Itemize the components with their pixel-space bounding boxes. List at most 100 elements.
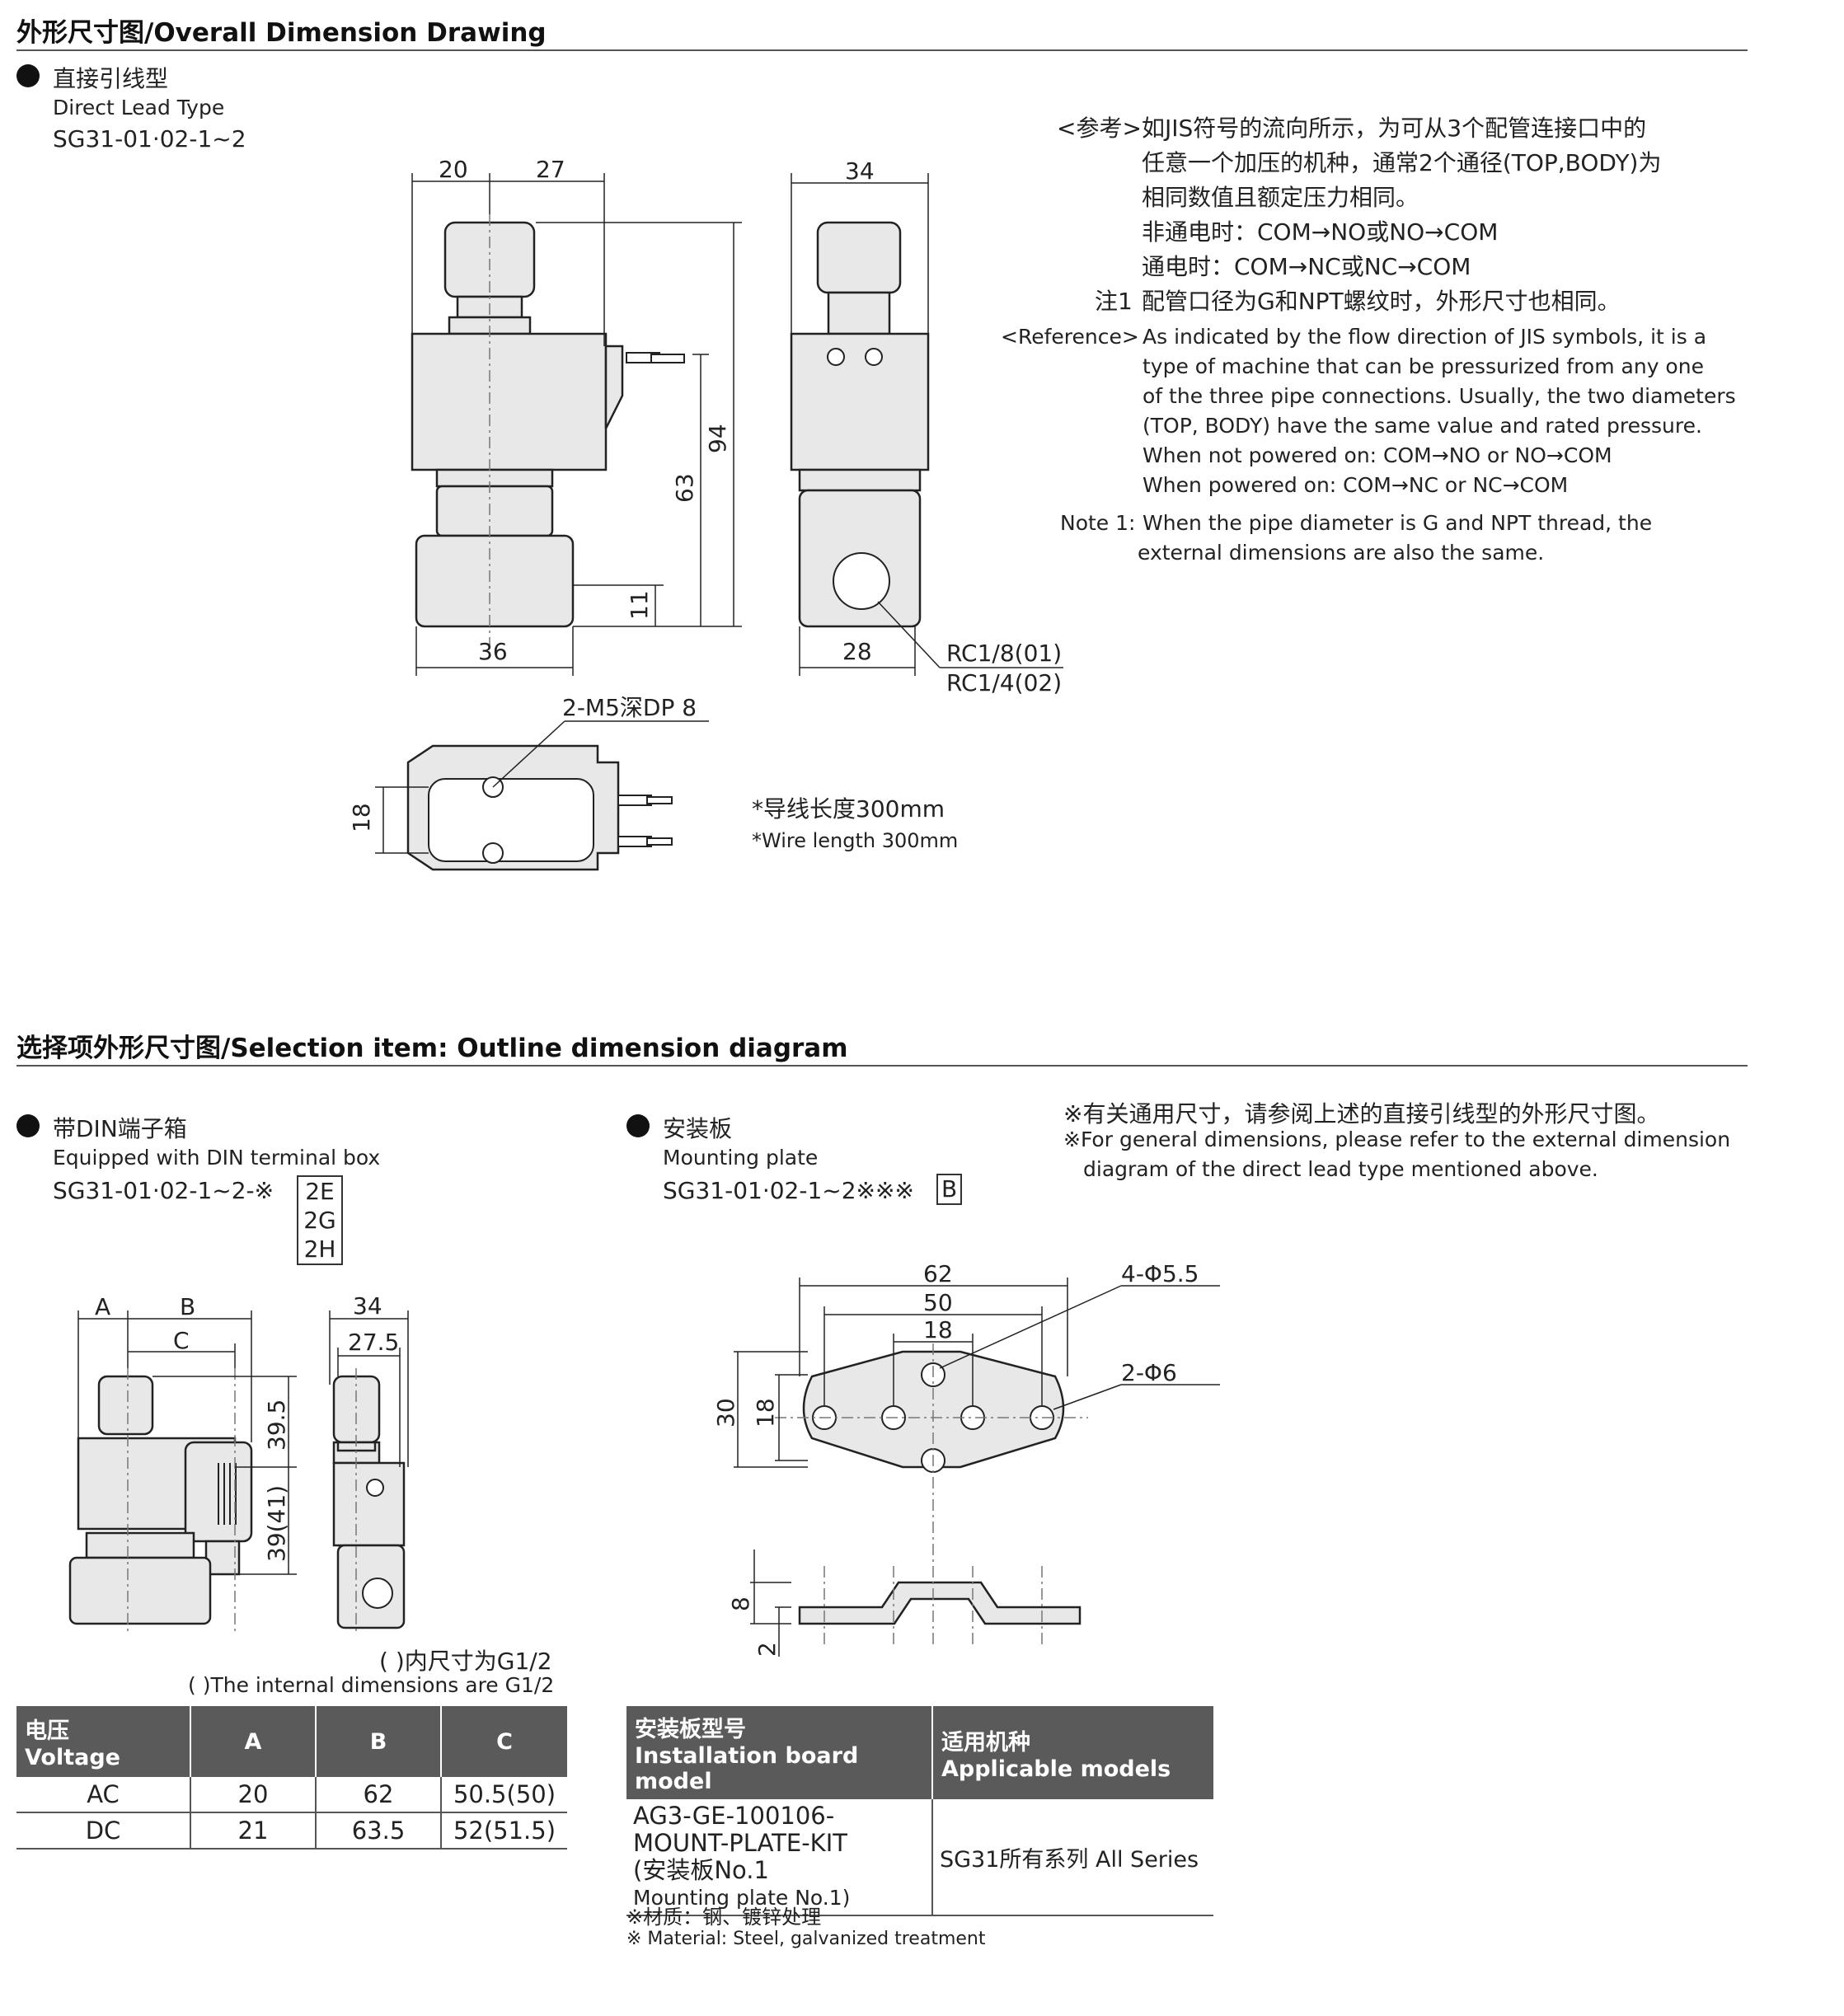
table-row: AC 20 62 50.5(50) — [16, 1777, 567, 1813]
top-dim-18: 18 — [348, 803, 375, 832]
side-dim-34: 34 — [845, 157, 875, 185]
cell-c: 52(51.5) — [441, 1812, 567, 1850]
section-rule — [16, 1065, 1748, 1067]
front-dim-11: 11 — [626, 590, 653, 620]
section-title-overall: 外形尺寸图/Overall Dimension Drawing — [16, 18, 547, 48]
model-code: SG31-01·02-1~2 — [53, 125, 246, 152]
side-dim-28: 28 — [842, 638, 872, 665]
voltage-header-cn: 电压 — [25, 1718, 69, 1744]
bullet-icon — [16, 64, 40, 87]
bullet-icon — [16, 1114, 40, 1137]
ref-en-line: When powered on: COM→NC or NC→COM — [1143, 473, 1569, 497]
front-dim-27: 27 — [536, 156, 565, 183]
top-callout-m5: 2-M5深DP 8 — [562, 694, 697, 721]
plate-model-line: MOUNT-PLATE-KIT — [633, 1829, 847, 1857]
din-note-en: ( )The internal dimensions are G1/2 — [188, 1673, 555, 1697]
wire-length-cn: *导线长度300mm — [752, 795, 945, 823]
bullet-icon — [626, 1114, 650, 1137]
din-dim-39-41: 39(41) — [263, 1485, 290, 1562]
section-rule — [16, 49, 1748, 51]
ref-en-line: (TOP, BODY) have the same value and rate… — [1143, 414, 1702, 438]
ref-cn-line: 任意一个加压的机种，通常2个通径(TOP,BODY)为 — [1142, 149, 1662, 176]
cell-b: 63.5 — [316, 1812, 442, 1850]
plate-dim-62: 62 — [923, 1260, 953, 1287]
plate-title-en: Mounting plate — [663, 1146, 819, 1170]
plate-model-header-en: Installation board model — [635, 1743, 859, 1794]
table-row: DC 21 63.5 52(51.5) — [16, 1812, 567, 1850]
din-model-code: SG31-01·02-1~2-※ — [53, 1177, 274, 1204]
ref-cn-label: <参考> — [1057, 115, 1142, 142]
applicable-header: 适用机种 Applicable models — [932, 1706, 1213, 1799]
ref-cn-note-label: 注1 — [1095, 288, 1133, 315]
plate-option-box: B — [936, 1174, 963, 1205]
plate-model-header-cn: 安装板型号 — [635, 1717, 746, 1742]
ref-cn-note: 配管口径为G和NPT螺纹时，外形尺寸也相同。 — [1142, 288, 1621, 315]
cell-voltage: AC — [16, 1777, 191, 1813]
plate-drawing: 62 50 18 4-Φ5.5 2-Φ6 30 18 8 2 — [712, 1260, 1220, 1657]
plate-note-cn: ※有关通用尺寸，请参阅上述的直接引线型的外形尺寸图。 — [1063, 1100, 1660, 1128]
ref-en-note-line: When the pipe diameter is G and NPT thre… — [1143, 511, 1653, 535]
header-b: B — [316, 1706, 442, 1777]
plate-model-line: (安装板No.1 — [633, 1856, 769, 1884]
ref-en-note-label: Note 1: — [1060, 511, 1136, 535]
plate-note-en: ※For general dimensions, please refer to… — [1063, 1128, 1731, 1151]
ref-en-line: type of machine that can be pressurized … — [1143, 354, 1704, 378]
din-option: 2H — [303, 1235, 336, 1263]
front-dim-63: 63 — [671, 473, 698, 503]
ref-en-line: of the three pipe connections. Usually, … — [1143, 384, 1736, 408]
cell-c: 50.5(50) — [441, 1777, 567, 1813]
front-dim-36: 36 — [478, 638, 508, 665]
din-title-cn: 带DIN端子箱 — [53, 1115, 187, 1142]
plate-model-line: AG3-GE-100106- — [633, 1802, 835, 1830]
din-dim-39-5: 39.5 — [263, 1399, 290, 1451]
item-title-cn: 直接引线型 — [53, 65, 169, 92]
plate-dim-2: 2 — [753, 1642, 781, 1657]
applicable-header-cn: 适用机种 — [941, 1729, 1030, 1756]
ref-en-label: <Reference> — [1001, 325, 1139, 349]
plate-dim-50: 50 — [923, 1289, 953, 1316]
front-view-drawing: 20 27 94 63 11 36 — [411, 156, 742, 676]
plate-model-header: 安装板型号 Installation board model — [626, 1706, 933, 1799]
voltage-table: 电压 Voltage A B C AC 20 62 50.5(50) DC 21… — [16, 1706, 567, 1850]
ref-cn-line: 非通电时：COM→NO或NO→COM — [1142, 218, 1499, 246]
port-rc14: RC1/4(02) — [946, 669, 1062, 696]
plate-title-cn: 安装板 — [663, 1115, 733, 1142]
plate-note-en: diagram of the direct lead type mentione… — [1083, 1157, 1598, 1181]
din-title-en: Equipped with DIN terminal box — [53, 1146, 381, 1170]
din-dim-b: B — [180, 1293, 195, 1320]
cell-applicable: SG31所有系列 All Series — [932, 1799, 1213, 1916]
header-a: A — [190, 1706, 317, 1777]
din-dim-a: A — [95, 1293, 110, 1320]
cell-a: 20 — [190, 1777, 317, 1813]
item-title-en: Direct Lead Type — [53, 96, 225, 120]
plate-table: 安装板型号 Installation board model 适用机种 Appl… — [626, 1706, 1213, 1916]
plate-dim-18v: 18 — [752, 1398, 779, 1428]
header-c: C — [441, 1706, 567, 1777]
front-dim-94: 94 — [704, 424, 731, 453]
plate-dim-8: 8 — [727, 1596, 754, 1611]
din-options-box: 2E 2G 2H — [297, 1175, 343, 1265]
ref-en-note-line: external dimensions are also the same. — [1138, 541, 1545, 565]
cell-voltage: DC — [16, 1812, 191, 1850]
top-view-drawing: 2-M5深DP 8 18 — [348, 694, 709, 871]
section-title-selection: 选择项外形尺寸图/Selection item: Outline dimensi… — [16, 1034, 848, 1063]
port-rc18: RC1/8(01) — [946, 640, 1062, 667]
plate-model-line: Mounting plate No.1) — [633, 1886, 851, 1910]
material-note-cn: ※材质：钢、镀锌处理 — [626, 1906, 822, 1929]
din-note-cn: ( )内尺寸为G1/2 — [379, 1648, 552, 1675]
din-dim-27-5: 27.5 — [348, 1329, 399, 1356]
din-dim-c: C — [173, 1327, 190, 1354]
voltage-header-en: Voltage — [25, 1745, 120, 1770]
cell-b: 62 — [316, 1777, 442, 1813]
ref-en-line: When not powered on: COM→NO or NO→COM — [1143, 443, 1612, 467]
din-dim-34: 34 — [353, 1292, 382, 1320]
plate-hole-4: 4-Φ5.5 — [1121, 1260, 1199, 1287]
plate-dim-18: 18 — [923, 1316, 953, 1343]
front-dim-20: 20 — [439, 156, 468, 183]
cell-plate-model: AG3-GE-100106- MOUNT-PLATE-KIT (安装板No.1 … — [626, 1799, 933, 1916]
din-option: 2E — [305, 1178, 335, 1205]
din-option: 2G — [303, 1207, 336, 1234]
ref-cn-line: 通电时：COM→NC或NC→COM — [1142, 253, 1471, 280]
ref-cn-line: 如JIS符号的流向所示，为可从3个配管连接口中的 — [1142, 115, 1647, 142]
applicable-header-en: Applicable models — [941, 1756, 1171, 1782]
